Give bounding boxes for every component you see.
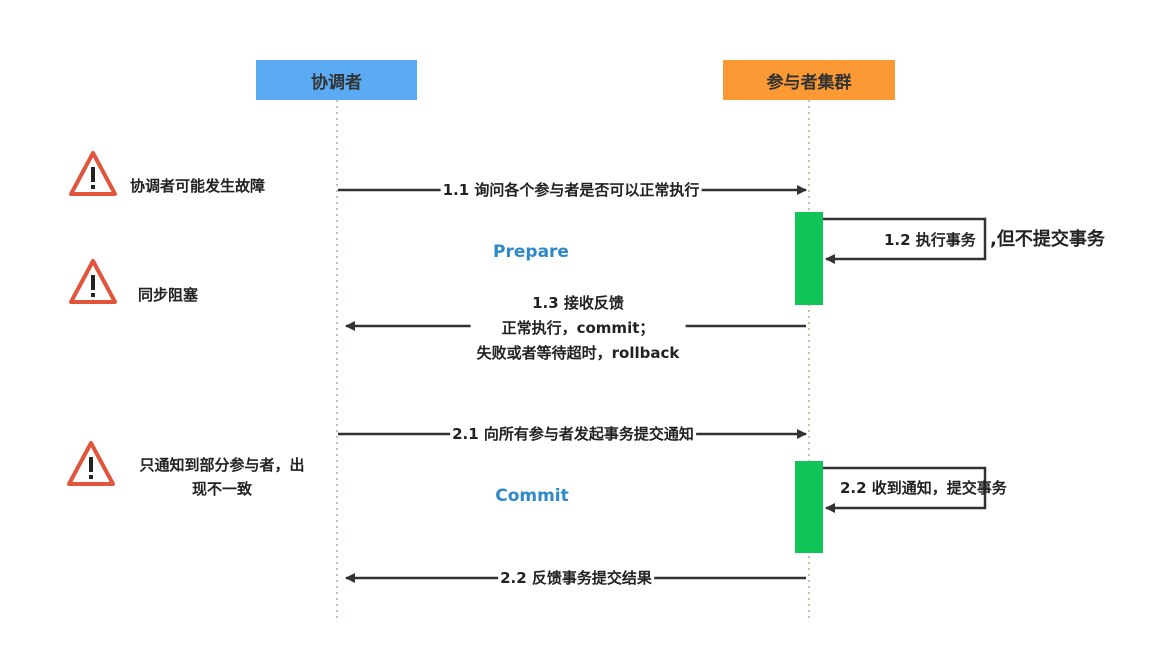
message-1-3-line: 1.3 接收反馈 (532, 294, 624, 312)
warning-icon (69, 151, 117, 196)
warning-icon (69, 259, 117, 304)
phase-commit-label: Commit (495, 486, 569, 506)
message-1-3: 1.3 接收反馈 正常执行，commit； 失败或者等待超时，rollback (470, 291, 686, 366)
message-2-2-receive: 2.2 收到通知，提交事务 (840, 479, 1007, 497)
warning-inconsistency-line: 只通知到部分参与者，出 (139, 456, 305, 474)
activation-bar-prepare (795, 212, 823, 305)
participants-box: 参与者集群 (723, 60, 895, 100)
arrow-2-2-self (823, 466, 987, 513)
coordinator-box: 协调者 (256, 60, 417, 100)
warning-icon (67, 441, 115, 486)
warning-coordinator-failure: 协调者可能发生故障 (128, 176, 268, 196)
warning-sync-blocking: 同步阻塞 (136, 285, 201, 305)
arrow-1-2-self (823, 217, 987, 264)
message-2-2-feedback: 2.2 反馈事务提交结果 (498, 568, 654, 588)
warning-inconsistency-line: 现不一致 (191, 480, 253, 498)
warning-inconsistency: 只通知到部分参与者，出 现不一致 (137, 453, 307, 501)
message-1-3-line: 正常执行，commit； (501, 319, 655, 337)
message-1-2: 1.2 执行事务 (882, 230, 978, 250)
message-1-1: 1.1 询问各个参与者是否可以正常执行 (440, 180, 702, 200)
message-1-3-line: 失败或者等待超时，rollback (476, 344, 680, 362)
message-2-1: 2.1 向所有参与者发起事务提交通知 (450, 424, 696, 444)
phase-prepare-label: Prepare (493, 242, 569, 262)
activation-bar-commit (795, 461, 823, 553)
message-1-2-note: ,但不提交事务 (990, 229, 1105, 250)
